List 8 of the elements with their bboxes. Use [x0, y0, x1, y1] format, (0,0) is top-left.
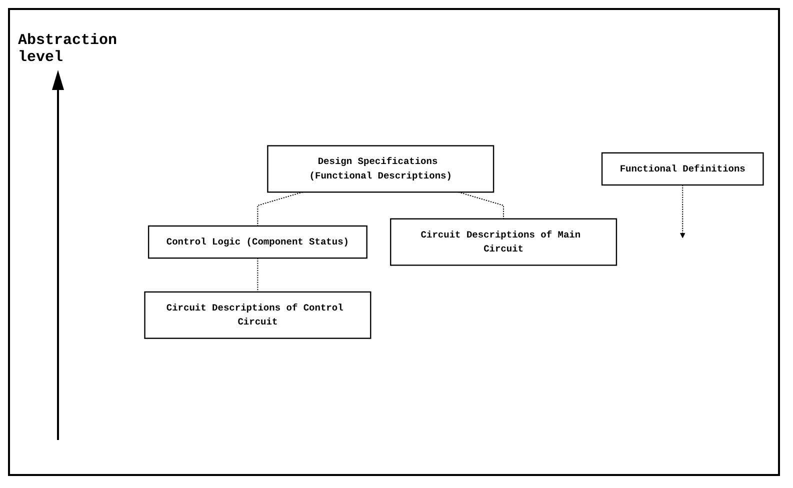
connector	[257, 258, 258, 292]
axis-label: Abstraction level	[18, 32, 118, 66]
process-box: Design Specifications (Functional Descriptions)	[267, 145, 494, 193]
process-box: Control Logic (Component Status)	[148, 225, 368, 259]
connector	[680, 184, 686, 238]
process-box: Circuit Descriptions of Control Circuit	[144, 291, 372, 339]
process-box: Functional Definitions	[601, 152, 764, 186]
process-box: Circuit Descriptions of Main Circuit	[390, 218, 618, 266]
